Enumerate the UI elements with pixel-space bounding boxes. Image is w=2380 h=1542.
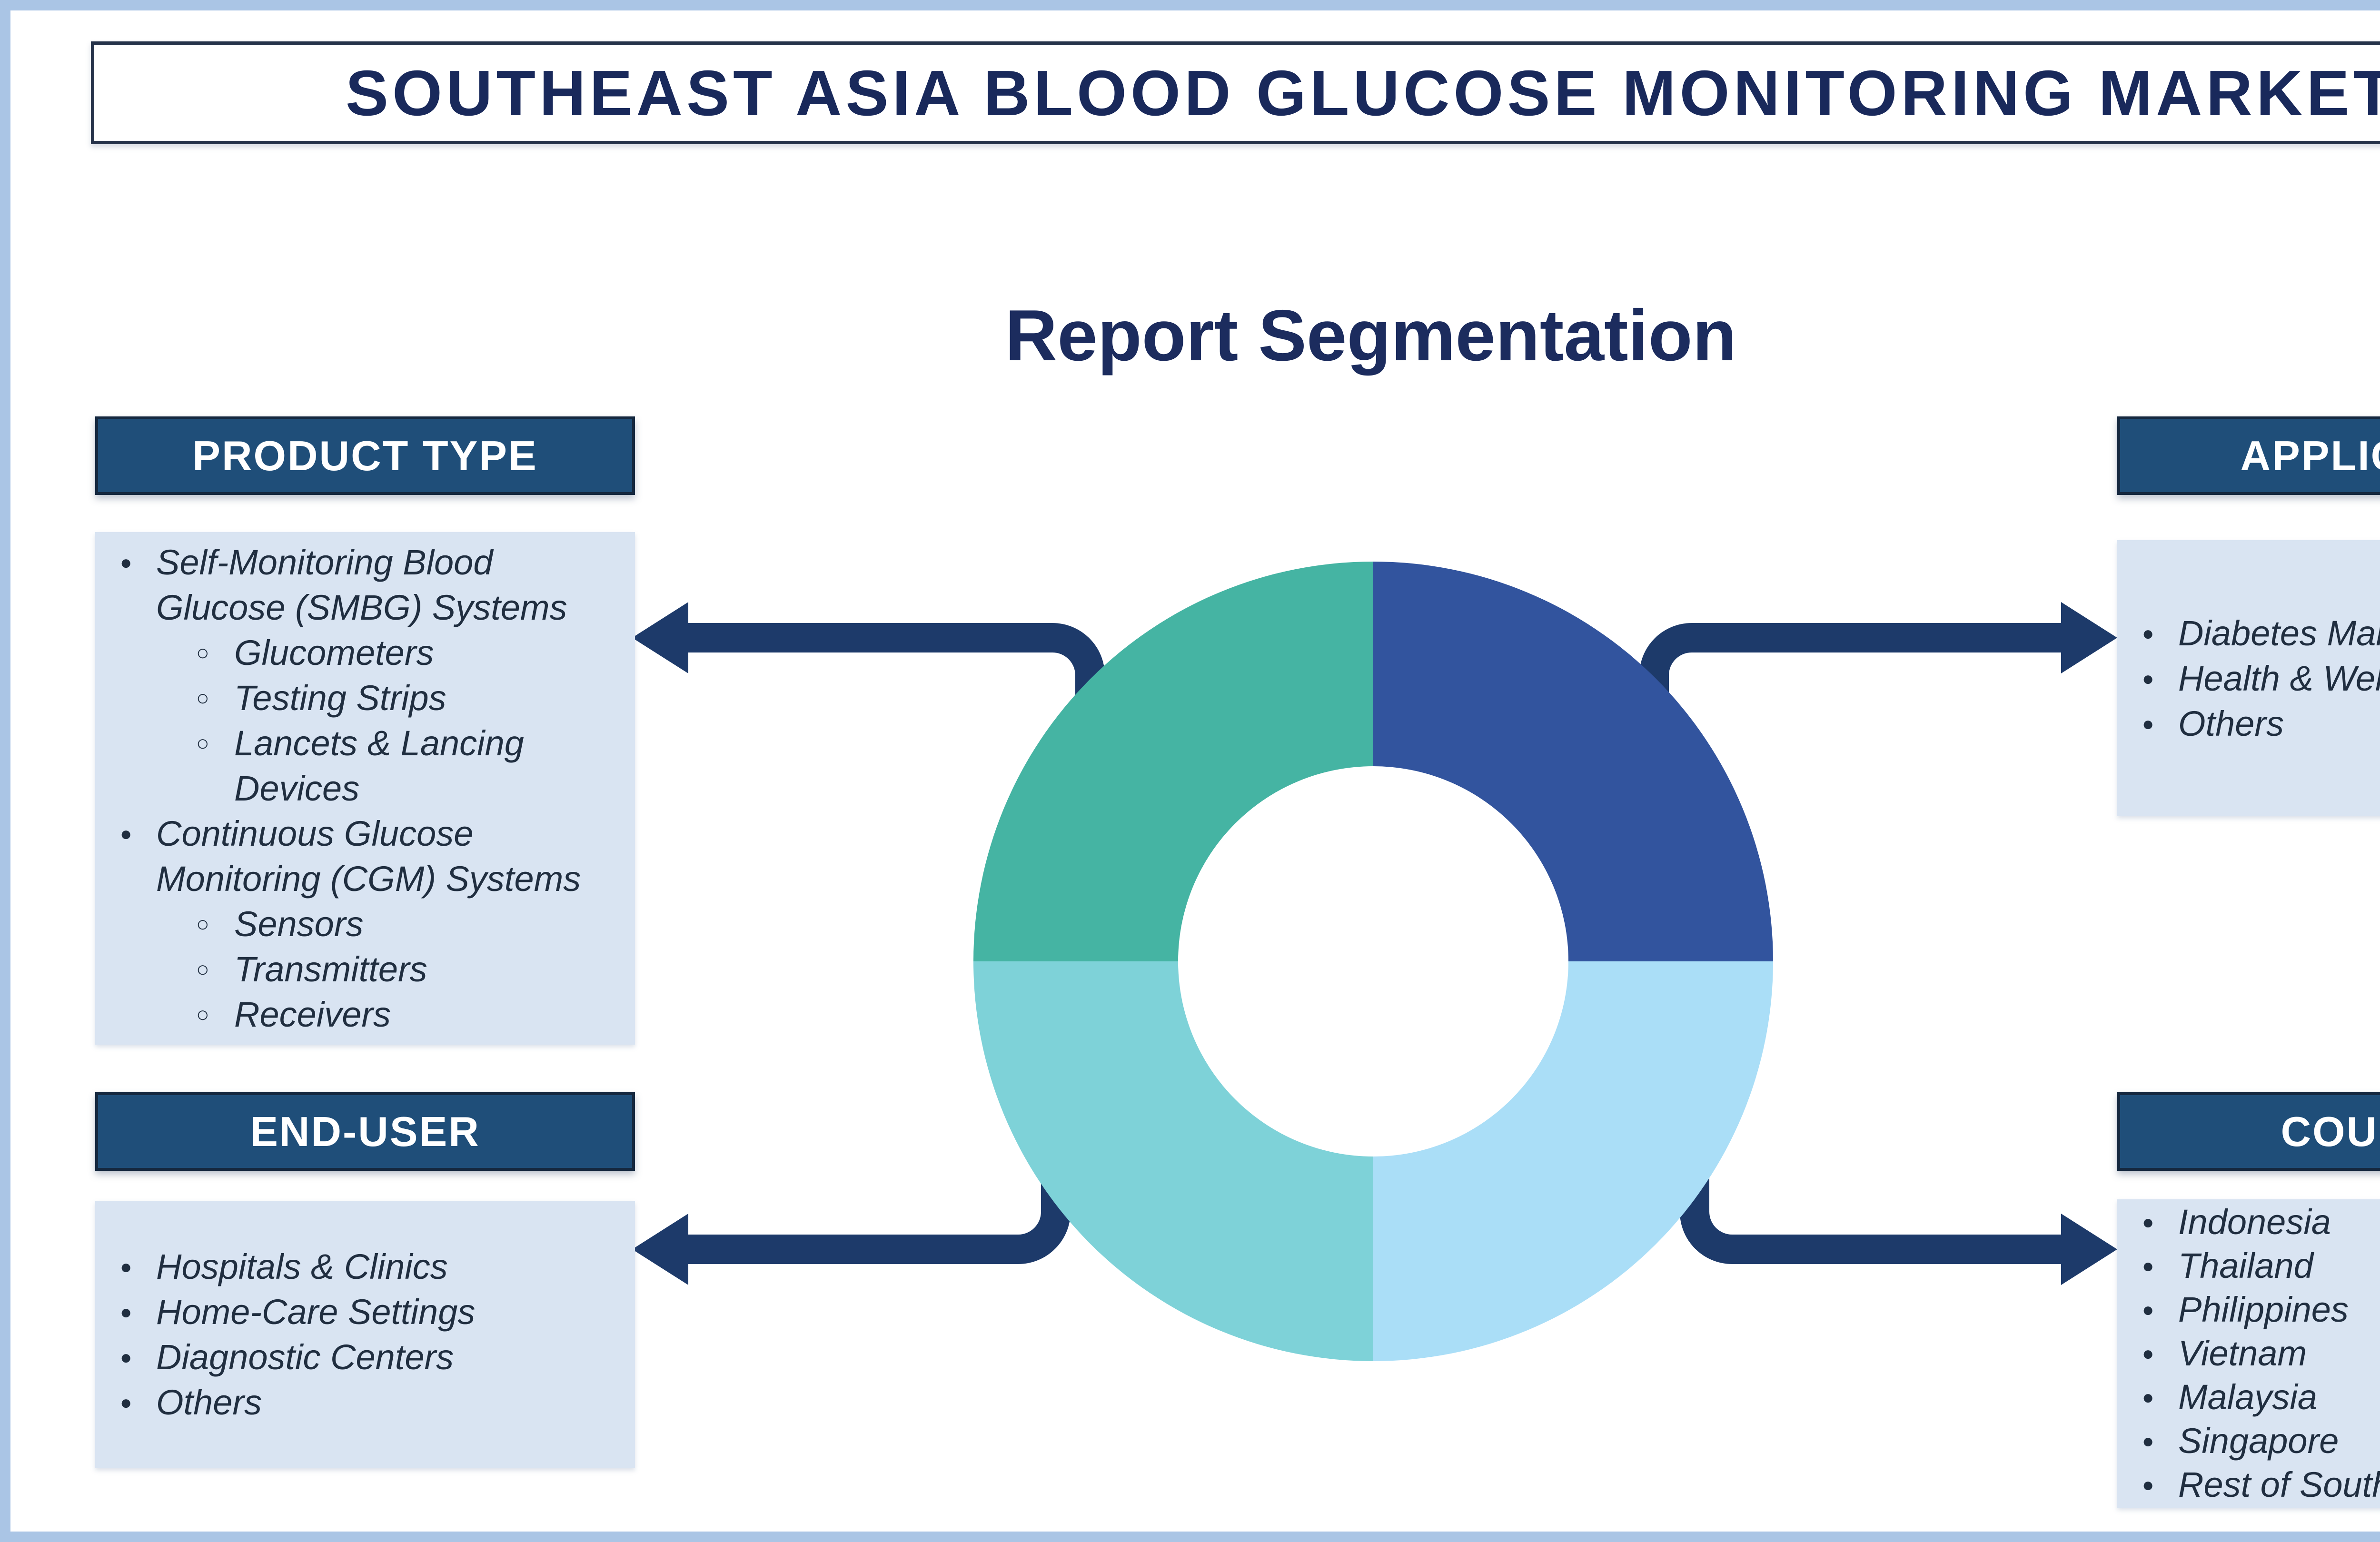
list-item: Thailand (2117, 1244, 2380, 1288)
list-item: Health & Wellness Monitoring (2117, 656, 2380, 701)
product-type-list: Self-Monitoring Blood Glucose (SMBG) Sys… (95, 540, 635, 1037)
list-item: Others (2117, 701, 2380, 746)
list-item: Glucometers (95, 630, 635, 675)
list-item: Testing Strips (95, 675, 635, 721)
application-list: Diabetes Management Health & Wellness Mo… (2117, 611, 2380, 746)
title-banner: SOUTHEAST ASIA BLOOD GLUCOSE MONITORING … (91, 41, 2380, 144)
end-user-list: Hospitals & Clinics Home-Care Settings D… (95, 1244, 635, 1425)
list-item: Diabetes Management (2117, 611, 2380, 656)
list-item: Singapore (2117, 1419, 2380, 1463)
list-item: Sensors (95, 901, 635, 947)
list-item: Lancets & Lancing Devices (95, 721, 635, 811)
section-heading: Report Segmentation (1005, 295, 1737, 376)
list-item: Self-Monitoring Blood Glucose (SMBG) Sys… (95, 540, 635, 630)
donut-chart (973, 562, 1773, 1361)
list-item: Transmitters (95, 947, 635, 992)
arrowhead-left-icon (632, 1214, 688, 1285)
list-item: Continuous Glucose Monitoring (CGM) Syst… (95, 811, 635, 901)
page-title: SOUTHEAST ASIA BLOOD GLUCOSE MONITORING … (345, 57, 2380, 129)
list-item: Diagnostic Centers (95, 1334, 635, 1380)
list-item: Home-Care Settings (95, 1289, 635, 1334)
end-user-panel: Hospitals & Clinics Home-Care Settings D… (95, 1201, 635, 1468)
product-type-panel: Self-Monitoring Blood Glucose (SMBG) Sys… (95, 532, 635, 1045)
arrowhead-left-icon (632, 602, 688, 673)
list-item: Indonesia (2117, 1200, 2380, 1244)
product-type-header: PRODUCT TYPE (95, 416, 635, 495)
country-panel: Indonesia Thailand Philippines Vietnam M… (2117, 1199, 2380, 1508)
application-header: APPLICATION (2117, 416, 2380, 495)
list-item: Hospitals & Clinics (95, 1244, 635, 1289)
application-panel: Diabetes Management Health & Wellness Mo… (2117, 540, 2380, 816)
list-item: Vietnam (2117, 1332, 2380, 1375)
arrowhead-right-icon (2061, 1214, 2117, 1285)
arrowhead-right-icon (2061, 602, 2117, 673)
list-item: Receivers (95, 992, 635, 1037)
end-user-header: END-USER (95, 1092, 635, 1171)
list-item: Others (95, 1380, 635, 1425)
country-header: COUNTRY (2117, 1092, 2380, 1171)
donut-hole (1178, 766, 1568, 1156)
list-item: Malaysia (2117, 1375, 2380, 1419)
list-item: Rest of Southeast Asia (2117, 1463, 2380, 1507)
list-item: Philippines (2117, 1288, 2380, 1332)
country-list: Indonesia Thailand Philippines Vietnam M… (2117, 1200, 2380, 1507)
